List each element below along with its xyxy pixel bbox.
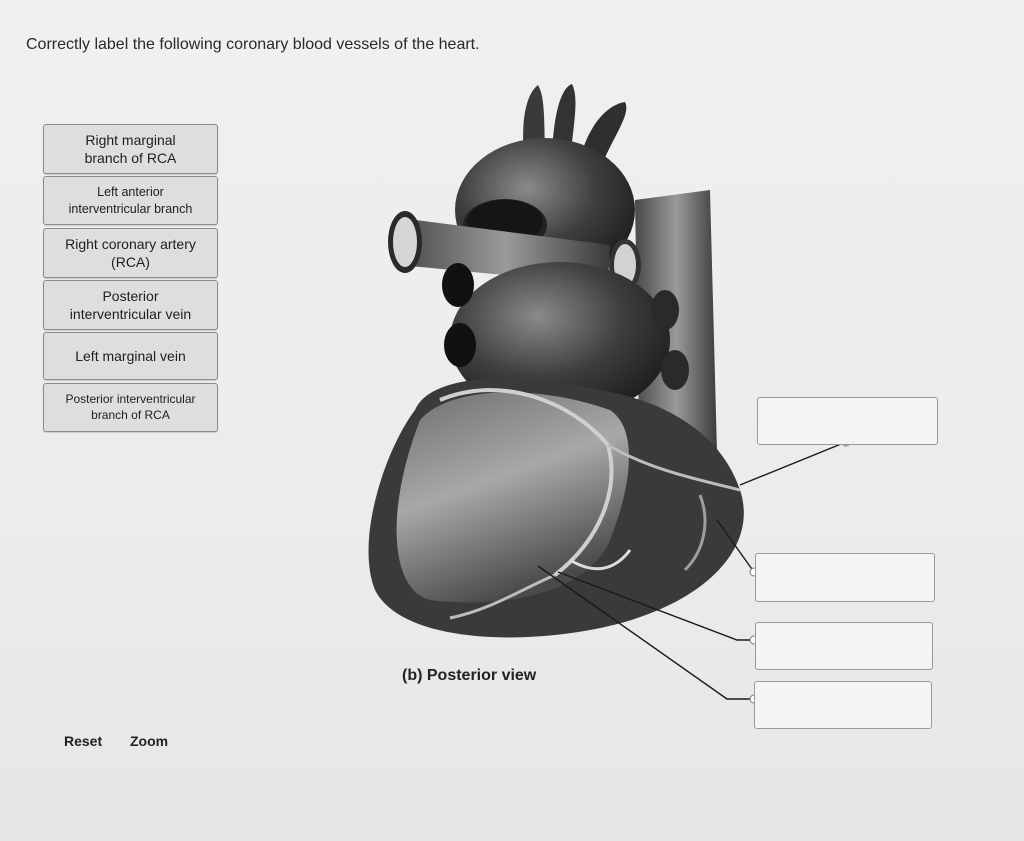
label-left-anterior-interventricular-branch[interactable]: Left anterior interventricular branch <box>43 176 218 225</box>
label-left-marginal-vein[interactable]: Left marginal vein <box>43 332 218 380</box>
reset-button[interactable]: Reset <box>64 733 103 749</box>
label-posterior-interventricular-vein[interactable]: Posterior interventricular vein <box>43 280 218 330</box>
drop-target-1[interactable] <box>757 397 938 445</box>
zoom-button[interactable]: Zoom <box>130 733 169 749</box>
label-right-coronary-artery[interactable]: Right coronary artery (RCA) <box>43 228 218 278</box>
drop-target-3[interactable] <box>755 622 933 670</box>
figure-caption: (b) Posterior view <box>402 667 537 684</box>
label-right-marginal-branch[interactable]: Right marginal branch of RCA <box>43 124 218 174</box>
instruction-text: Correctly label the following coronary b… <box>26 36 480 53</box>
heart-illustration <box>340 70 780 670</box>
drop-target-2[interactable] <box>755 553 935 602</box>
label-posterior-interventricular-branch[interactable]: Posterior interventricular branch of RCA <box>43 383 218 432</box>
drop-target-4[interactable] <box>754 681 932 729</box>
